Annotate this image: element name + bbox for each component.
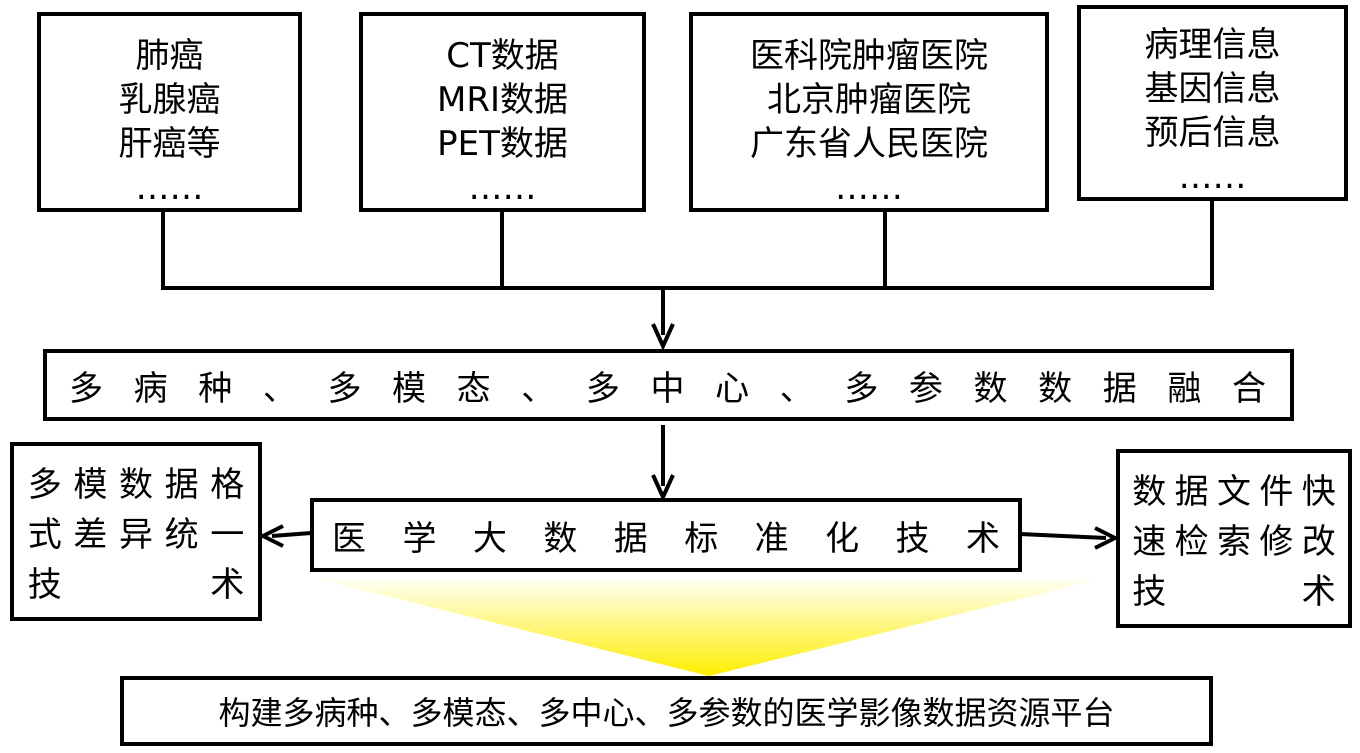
- fusion-char: 、: [521, 368, 556, 409]
- left-tech-char: 统: [164, 514, 199, 555]
- fusion-char: 中: [650, 368, 685, 409]
- platform-label: 构建多病种、多模态、多中心、多参数的医学影像数据资源平台: [218, 694, 1115, 732]
- fusion-char: 多: [69, 368, 103, 409]
- fusion-char: 病: [133, 368, 168, 409]
- fusion-char: 种: [198, 368, 233, 409]
- standardization-char: 据: [613, 518, 648, 559]
- left-tech-char: 一: [210, 514, 245, 555]
- fusion-box: 多 病 种 、 多 模 态 、 多 中 心 、 多 参 数 数 据 融 合: [43, 349, 1294, 421]
- arrow-to-right-tech: [1019, 532, 1107, 540]
- source-line: ……: [135, 168, 204, 208]
- right-tech-char: 文: [1216, 471, 1251, 512]
- source-box-modalities: CT数据 MRI数据 PET数据 ……: [359, 12, 646, 212]
- source-line: PET数据: [437, 124, 568, 164]
- right-tech-char: 修: [1259, 521, 1294, 562]
- arrow-to-left-tech: [271, 531, 312, 538]
- source-line: MRI数据: [437, 80, 568, 120]
- standardization-char: 准: [754, 518, 789, 559]
- left-tech-box: 多 模 数 据 格 式 差 异 统 一 技 术: [10, 442, 262, 621]
- fusion-char: 合: [1231, 368, 1266, 409]
- platform-box: 构建多病种、多模态、多中心、多参数的医学影像数据资源平台: [120, 676, 1213, 746]
- right-tech-char: 快: [1301, 471, 1336, 512]
- right-tech-char: 速: [1132, 521, 1167, 562]
- arrowhead-to-left-tech: [258, 524, 284, 548]
- fusion-char: 、: [262, 368, 297, 409]
- source-line: ……: [1178, 157, 1247, 197]
- fusion-char: 融: [1167, 368, 1202, 409]
- fusion-char: 模: [392, 368, 427, 409]
- standardization-char: 学: [402, 518, 437, 559]
- fusion-char: 参: [908, 368, 943, 409]
- left-tech-char: 术: [210, 565, 245, 606]
- source-line: 医科院肿瘤医院: [750, 36, 988, 76]
- left-tech-char: 据: [164, 464, 199, 505]
- fusion-char: 多: [327, 368, 362, 409]
- left-tech-char: 差: [73, 514, 108, 555]
- fusion-char: 、: [779, 368, 814, 409]
- source-line: 乳腺癌: [118, 80, 221, 120]
- right-tech-char: 技: [1132, 572, 1167, 613]
- left-tech-char: 格: [210, 464, 245, 505]
- standardization-char: 数: [543, 518, 578, 559]
- source-box-parameters: 病理信息 基因信息 预后信息 ……: [1077, 5, 1348, 201]
- arrowhead-to-standardization: [651, 474, 675, 502]
- source-line: 广东省人民医院: [750, 124, 988, 164]
- source-line: 北京肿瘤医院: [767, 80, 971, 120]
- standardization-char: 医: [332, 518, 366, 559]
- left-tech-char: 异: [118, 514, 153, 555]
- source-line: 预后信息: [1144, 113, 1281, 153]
- left-tech-char: 多: [27, 464, 62, 505]
- fusion-char: 多: [844, 368, 879, 409]
- funnel-shape: [318, 579, 1100, 676]
- right-tech-char: 数: [1132, 471, 1167, 512]
- source-line: 基因信息: [1144, 69, 1281, 109]
- fusion-char: 心: [715, 368, 750, 409]
- right-tech-char: 改: [1301, 521, 1336, 562]
- standardization-char: 技: [895, 518, 930, 559]
- fusion-char: 数: [1038, 368, 1073, 409]
- fusion-char: 态: [456, 368, 491, 409]
- standardization-char: 化: [825, 518, 860, 559]
- source-line: 病理信息: [1144, 25, 1281, 65]
- standardization-box: 医 学 大 数 据 标 准 化 技 术: [310, 498, 1022, 572]
- source-line: 肝癌等: [118, 124, 221, 164]
- standardization-char: 标: [684, 518, 719, 559]
- source-line: ……: [835, 168, 903, 208]
- right-tech-char: 据: [1174, 471, 1209, 512]
- source-box-hospitals: 医科院肿瘤医院 北京肿瘤医院 广东省人民医院 ……: [689, 12, 1049, 212]
- left-tech-char: 式: [27, 514, 62, 555]
- fusion-char: 据: [1102, 368, 1137, 409]
- arrowhead-to-right-tech: [1094, 526, 1120, 550]
- left-tech-char: 模: [73, 464, 108, 505]
- right-tech-box: 数 据 文 件 快 速 检 索 修 改 技 术: [1116, 449, 1352, 628]
- fusion-char: 多: [585, 368, 620, 409]
- left-tech-char: 数: [118, 464, 153, 505]
- fusion-char: 数: [973, 368, 1008, 409]
- source-line: ……: [468, 168, 537, 208]
- right-tech-char: 索: [1216, 521, 1251, 562]
- source-box-cancer-types: 肺癌 乳腺癌 肝癌等 ……: [37, 12, 302, 212]
- arrowhead-to-fusion: [651, 323, 675, 351]
- source-line: CT数据: [446, 36, 559, 76]
- standardization-char: 术: [965, 518, 1000, 559]
- right-tech-char: 检: [1174, 521, 1209, 562]
- left-tech-char: 技: [27, 565, 62, 606]
- right-tech-char: 件: [1259, 471, 1294, 512]
- source-line: 肺癌: [135, 36, 204, 76]
- standardization-char: 大: [472, 518, 507, 559]
- right-tech-char: 术: [1301, 572, 1336, 613]
